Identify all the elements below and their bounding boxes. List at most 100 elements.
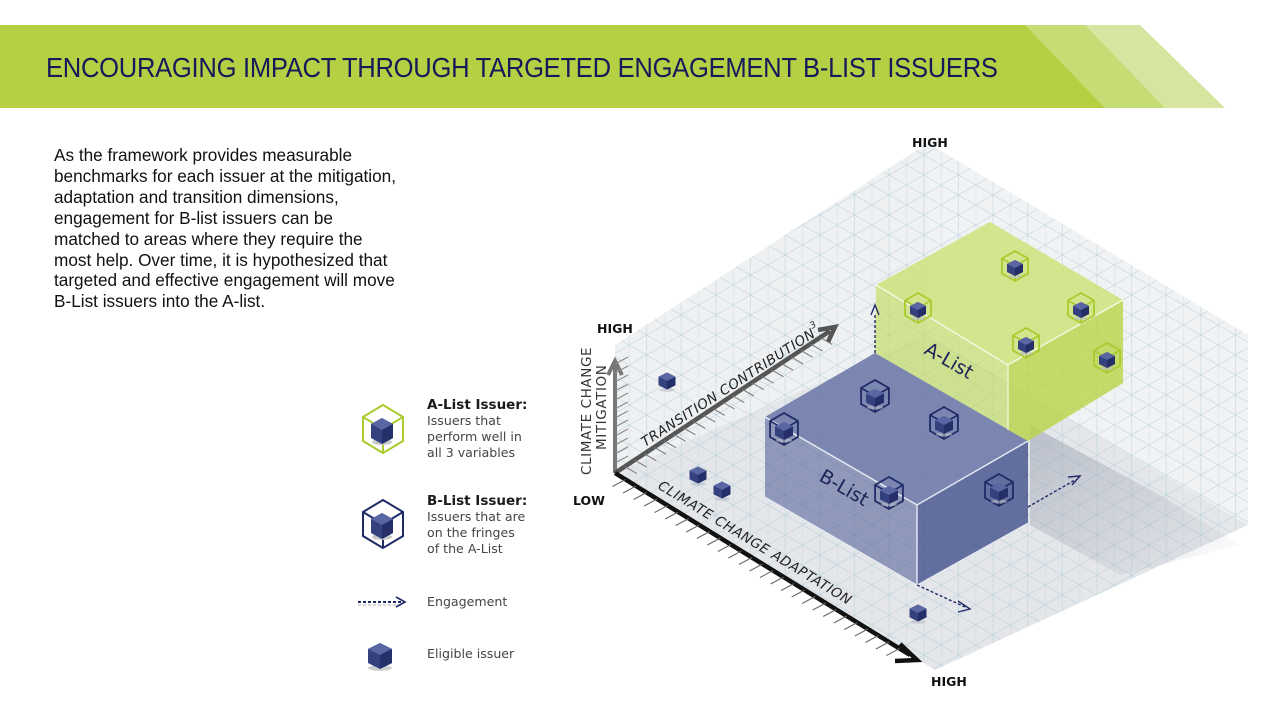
eligible-issuer-cube-icon (368, 643, 392, 671)
axis-tick (712, 408, 725, 416)
axis-tick (683, 427, 696, 436)
axis-tick (707, 537, 721, 546)
b-list-issuer[interactable] (874, 475, 904, 511)
eligible-issuer[interactable] (713, 481, 731, 501)
a-list-issuer[interactable] (1012, 326, 1040, 360)
axis-tick (875, 641, 890, 650)
axis-tick (614, 383, 629, 392)
axis-tick (643, 498, 658, 507)
axis-tick (612, 479, 626, 487)
axis-tick (812, 602, 826, 611)
legend-text: Eligible issuer (427, 646, 514, 662)
axis-tick (741, 388, 755, 397)
axis-tick (790, 356, 804, 365)
mitigation-low-label: LOW (573, 493, 605, 508)
axis-tick (614, 455, 629, 464)
axis-tick (771, 369, 784, 378)
mitigation-high-label: HIGH (597, 321, 633, 336)
axis-tick (759, 570, 774, 578)
a-list-issuer[interactable] (904, 291, 932, 325)
legend-line: Issuers that (427, 413, 501, 428)
axis-tick (865, 635, 879, 643)
page-title: ENCOURAGING IMPACT THROUGH TARGETED ENGA… (46, 52, 998, 83)
back-left-wall (615, 143, 928, 473)
axis-tick (633, 492, 647, 500)
a-list-shadow (1030, 425, 1240, 575)
b-list-issuer[interactable] (769, 411, 799, 447)
axis-tick (722, 401, 735, 410)
legend-line: perform well in (427, 429, 522, 444)
axis-tick (664, 511, 679, 520)
legend-text: Engagement (427, 594, 507, 610)
axis-tick (614, 374, 629, 383)
axis-tick (614, 446, 629, 455)
axis-tick (810, 343, 823, 352)
eligible-issuer[interactable] (689, 466, 707, 486)
header-banner (0, 25, 1240, 108)
mitigation-axis-ticks (614, 356, 629, 464)
b-list-issuer[interactable] (860, 378, 890, 414)
axis-tick (738, 557, 753, 565)
axis-tick (614, 419, 629, 428)
legend-line: all 3 variables (427, 445, 516, 460)
axis-tick (653, 446, 667, 455)
axis-tick (696, 531, 711, 539)
engagement-arrow-icon (358, 596, 407, 608)
axis-tick (833, 615, 848, 624)
a-list-issuer[interactable] (1093, 341, 1121, 375)
axis-tick (791, 589, 805, 598)
b-list-issuer[interactable] (929, 405, 959, 441)
mitigation-axis-title-line2: MITIGATION (594, 365, 610, 450)
b-list-issuer[interactable] (984, 472, 1014, 508)
legend-line: on the fringes (427, 525, 515, 540)
legend-text: A-List Issuer: Issuers that perform well… (427, 397, 527, 461)
b-list-box: B-List (764, 353, 1029, 586)
axis-tick (854, 628, 869, 637)
transition-axis-ticks (624, 337, 833, 474)
transition-high-label: HIGH (912, 135, 948, 150)
axis-tick (634, 459, 647, 468)
engagement-arrow-right (1027, 475, 1082, 508)
axis-tick (614, 356, 629, 365)
axis-tick (780, 583, 795, 591)
axis-tick (654, 505, 668, 513)
axis-tick (886, 648, 900, 656)
axis-tick (819, 337, 833, 345)
axis-tick (614, 392, 629, 401)
axis-tick (614, 365, 629, 374)
a-list-issuer[interactable] (1067, 291, 1095, 325)
adaptation-high-label: HIGH (931, 674, 967, 689)
axis-tick (761, 375, 774, 384)
legend-line: Issuers that are (427, 509, 526, 524)
legend-line: of the A-List (427, 541, 503, 556)
mitigation-axis-title-line1: CLIMATE CHANGE (579, 347, 595, 475)
banner-shape (0, 25, 1225, 108)
axis-tick (686, 524, 700, 533)
legend-text: B-List Issuer: Issuers that are on the f… (427, 493, 527, 557)
axis-tick (614, 428, 629, 437)
engagement-arrow-down (916, 584, 972, 613)
eligible-issuer[interactable] (658, 372, 676, 392)
isometric-diagram: B-List A-List (573, 135, 1248, 689)
legend-title: A-List Issuer: (427, 397, 528, 413)
issuers-layer (658, 249, 1121, 624)
legend-line: Eligible issuer (427, 646, 515, 661)
axis-tick (622, 485, 637, 494)
engagement-arrow-up (870, 303, 880, 353)
axis-tick (780, 362, 794, 371)
adaptation-axis (612, 471, 923, 664)
axis-tick (751, 382, 765, 391)
axis-tick (663, 440, 677, 449)
axis-tick (844, 622, 858, 630)
a-list-issuer[interactable] (1001, 249, 1029, 283)
axis-tick (644, 453, 657, 462)
axis-tick (800, 349, 813, 358)
axis-tick (614, 410, 629, 419)
mitigation-axis (606, 356, 629, 473)
eligible-issuer[interactable] (909, 604, 927, 624)
axis-tick (749, 563, 763, 572)
engagement-arrows (870, 303, 1082, 613)
axis-tick (728, 550, 742, 559)
axis-tick (702, 414, 716, 423)
b-list-issuer-icon (362, 498, 404, 550)
